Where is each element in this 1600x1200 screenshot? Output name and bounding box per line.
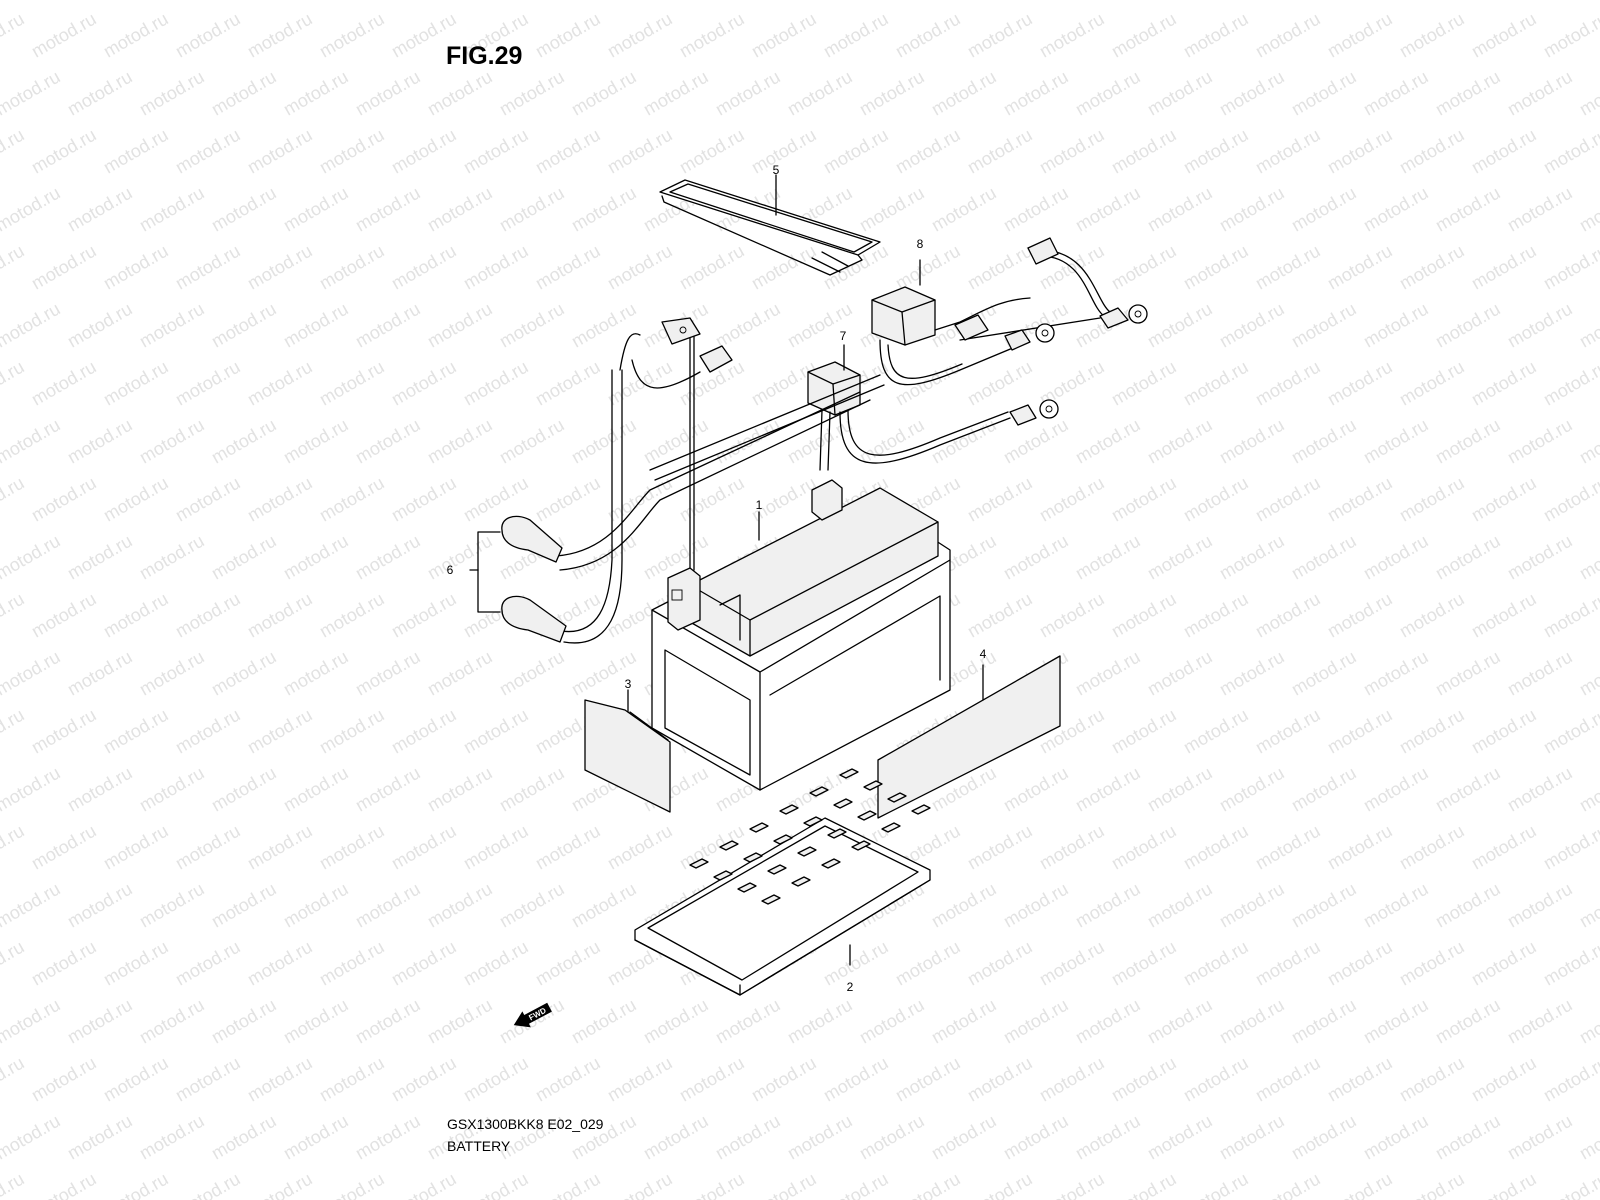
tray-slot	[863, 780, 883, 791]
battery-strap	[659, 179, 881, 276]
tray-slot	[803, 816, 823, 827]
tray-slot	[881, 822, 901, 833]
tray-slot	[743, 852, 763, 863]
tray-slot	[833, 798, 853, 809]
tray-slot	[791, 876, 811, 887]
tray-slot	[851, 840, 871, 851]
tray-slot	[827, 828, 847, 839]
tray-slot	[719, 840, 739, 851]
callout-part-6: 6	[446, 563, 454, 577]
ring-terminals	[661, 304, 1148, 419]
wiring-harness	[555, 249, 1111, 644]
tray-slot	[809, 786, 829, 797]
tray-slot	[779, 804, 799, 815]
callout-part-5: 5	[772, 163, 780, 177]
tray-slot	[857, 810, 877, 821]
connector-plugs	[699, 237, 1129, 426]
tray-slot-grid	[689, 768, 931, 905]
callout-part-7: 7	[839, 329, 847, 343]
battery-pad-side	[584, 699, 671, 813]
figure-title: FIG.29	[446, 42, 523, 70]
connector-boots	[501, 515, 567, 643]
model-code: GSX1300BKK8 E02_029	[447, 1116, 604, 1132]
tray-slot	[887, 792, 907, 803]
forward-arrow-icon: FWD	[513, 1002, 552, 1028]
tray-slot	[761, 894, 781, 905]
tray-slot	[749, 822, 769, 833]
battery-pad-rear	[877, 655, 1061, 819]
terminal-cover-negative	[807, 361, 861, 416]
callout-leaders	[469, 174, 984, 966]
tray-slot	[821, 858, 841, 869]
tray-slot	[737, 882, 757, 893]
tray-slot	[911, 804, 931, 815]
terminal-cover-positive	[871, 286, 936, 346]
callout-part-8: 8	[916, 237, 924, 251]
tray-slot	[689, 858, 709, 869]
tray-slot	[839, 768, 859, 779]
callout-part-2: 2	[846, 980, 854, 994]
figure-caption: BATTERY	[447, 1138, 511, 1154]
callout-part-4: 4	[979, 647, 987, 661]
tray-slot	[767, 864, 787, 875]
callout-part-3: 3	[624, 677, 632, 691]
tray-slot	[713, 870, 733, 881]
tray-slot	[773, 834, 793, 845]
battery	[651, 479, 951, 791]
callout-part-1: 1	[755, 498, 763, 512]
tray-slot	[797, 846, 817, 857]
battery-tray	[634, 817, 931, 996]
